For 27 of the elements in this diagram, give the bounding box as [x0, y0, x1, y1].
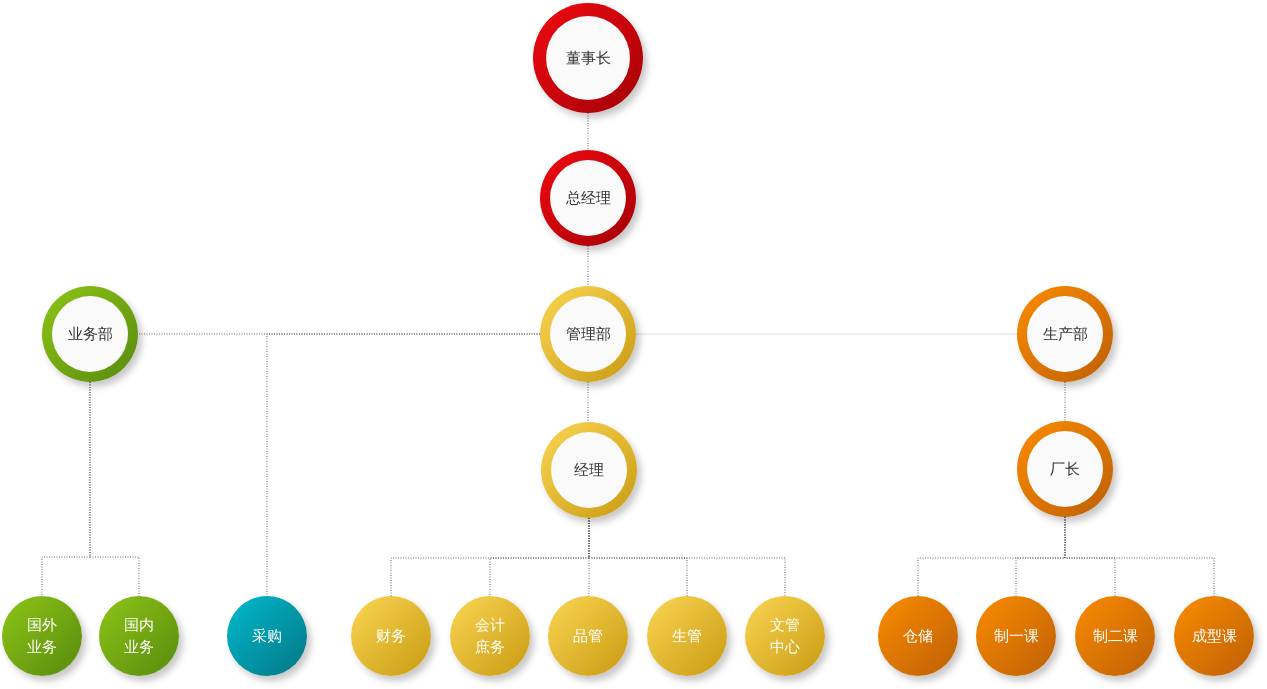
unit-circle: 财务 — [351, 596, 431, 676]
connector-line — [266, 333, 541, 597]
node-label: 经理 — [551, 432, 627, 508]
unit-circle: 会计庶务 — [450, 596, 530, 676]
connector-line — [587, 245, 589, 287]
node-label: 管理部 — [550, 296, 626, 372]
connector-line — [89, 381, 140, 597]
unit-circle: 国外业务 — [2, 596, 82, 676]
unit-circle: 国内业务 — [99, 596, 179, 676]
unit-circle: 品管 — [548, 596, 628, 676]
node-label: 生产部 — [1027, 296, 1103, 372]
node-label: 董事长 — [546, 16, 630, 100]
connector-line — [1064, 381, 1066, 422]
connector-line — [587, 381, 589, 423]
unit-circle: 仓储 — [878, 596, 958, 676]
node-label: 总经理 — [550, 160, 626, 236]
connector-line — [588, 517, 786, 597]
unit-circle: 生管 — [647, 596, 727, 676]
unit-circle: 成型课 — [1174, 596, 1254, 676]
unit-circle: 制二课 — [1075, 596, 1155, 676]
node-label: 业务部 — [52, 296, 128, 372]
unit-circle: 制一课 — [976, 596, 1056, 676]
unit-circle: 采购 — [227, 596, 307, 676]
unit-circle: 文管中心 — [745, 596, 825, 676]
connector-line — [1064, 516, 1215, 597]
connector-line — [587, 112, 589, 151]
node-label: 厂长 — [1027, 431, 1103, 507]
